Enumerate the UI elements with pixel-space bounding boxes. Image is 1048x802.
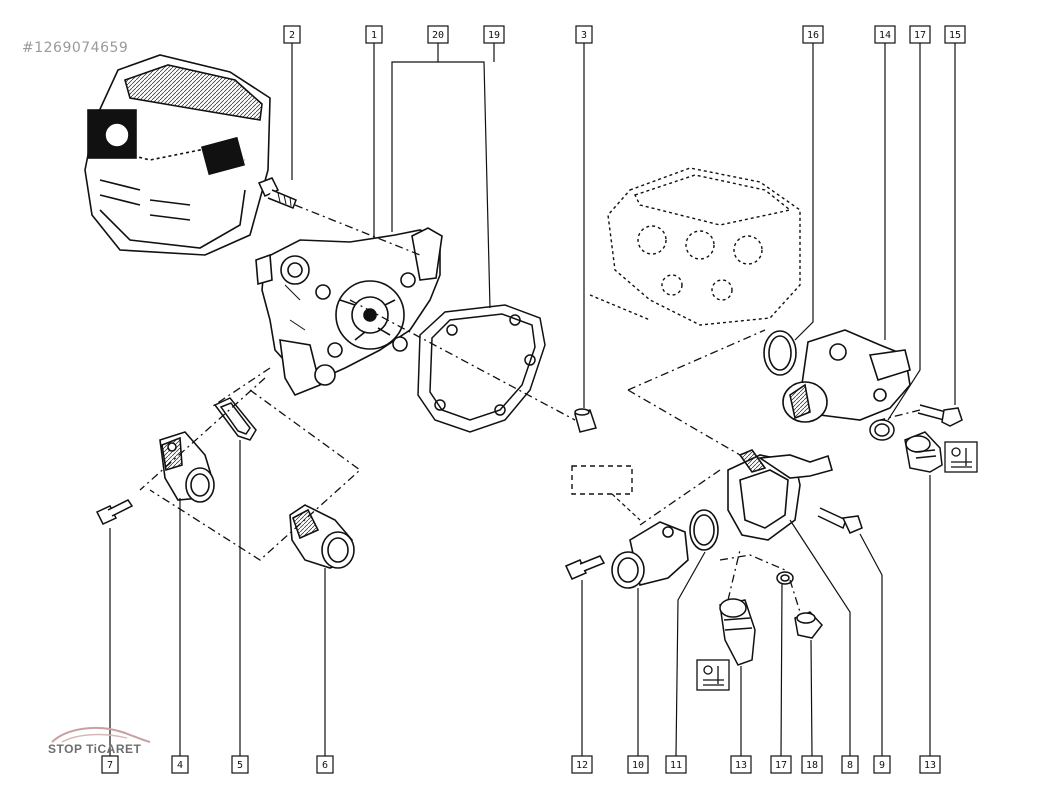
car-logo-icon <box>51 726 151 743</box>
callout-label: 19 <box>483 25 505 44</box>
svg-text:1: 1 <box>371 30 377 41</box>
svg-text:19: 19 <box>488 30 500 41</box>
part-6-outlet <box>289 504 355 569</box>
callout-label: 13 <box>919 755 941 774</box>
callout-label: 3 <box>575 25 593 44</box>
svg-text:20: 20 <box>432 30 444 41</box>
svg-text:12: 12 <box>576 760 588 771</box>
part-13-sensor-top <box>904 431 943 473</box>
svg-text:17: 17 <box>775 760 787 771</box>
callout-label: 18 <box>801 755 823 774</box>
part-12-bolt <box>564 555 606 580</box>
callouts-top: 2 1 20 19 3 16 14 17 15 <box>283 25 966 44</box>
part-19-gasket <box>417 304 546 433</box>
part-2-bolt <box>257 177 297 209</box>
svg-text:8: 8 <box>847 760 853 771</box>
part-10-inlet-elbow <box>611 521 689 589</box>
image-code: #1269074659 <box>22 40 129 56</box>
svg-text:6: 6 <box>322 760 328 771</box>
svg-text:13: 13 <box>924 760 936 771</box>
part-5-seal <box>213 397 257 441</box>
callout-label: 4 <box>171 755 189 774</box>
callout-label: 5 <box>231 755 249 774</box>
optional-part-box <box>571 465 633 495</box>
callouts-bottom: 7 4 5 6 12 10 11 13 17 18 8 9 13 <box>101 755 941 774</box>
svg-text:18: 18 <box>806 760 818 771</box>
part-11-o-ring <box>689 509 719 551</box>
callout-label: 9 <box>873 755 891 774</box>
svg-text:16: 16 <box>807 30 819 41</box>
callout-label: 7 <box>101 755 119 774</box>
callout-label: 1 <box>365 25 383 44</box>
callout-label: 20 <box>427 25 449 44</box>
watermark-text: STOP TiCARET <box>48 742 142 756</box>
svg-text:14: 14 <box>879 30 891 41</box>
svg-text:4: 4 <box>177 760 183 771</box>
callout-label: 2 <box>283 25 301 44</box>
svg-text:13: 13 <box>735 760 747 771</box>
callout-label: 10 <box>627 755 649 774</box>
callout-label: 11 <box>665 755 687 774</box>
svg-text:3: 3 <box>581 30 587 41</box>
part-4-outlet-housing <box>159 431 215 503</box>
svg-text:5: 5 <box>237 760 243 771</box>
part-13-sensor-bottom <box>719 598 756 666</box>
callout-label: 14 <box>874 25 896 44</box>
part-14-thermostat-housing <box>782 329 911 423</box>
part-9-bolt <box>817 507 863 534</box>
callout-label: 13 <box>730 755 752 774</box>
svg-text:15: 15 <box>949 30 961 41</box>
callout-label: 12 <box>571 755 593 774</box>
svg-text:17: 17 <box>914 30 926 41</box>
part-15-bolt <box>917 404 963 427</box>
part-18-plug <box>794 611 823 639</box>
callout-label: 16 <box>802 25 824 44</box>
svg-text:11: 11 <box>670 760 682 771</box>
callout-label: 8 <box>841 755 859 774</box>
part-17-washer-bottom <box>776 571 794 585</box>
part-8-coolant-housing <box>727 449 833 541</box>
temperature-sensor-symbol-icon <box>696 659 730 691</box>
temperature-sensor-symbol-icon <box>944 441 978 473</box>
svg-text:2: 2 <box>289 30 295 41</box>
watermark-logo: STOP TiCARET <box>42 722 162 768</box>
callout-label: 17 <box>770 755 792 774</box>
leader-lines <box>109 43 956 757</box>
engine-overview-icon <box>84 54 271 256</box>
part-17-washer-top <box>869 419 895 441</box>
svg-text:7: 7 <box>107 760 113 771</box>
part-16-o-ring <box>763 330 797 376</box>
svg-text:9: 9 <box>879 760 885 771</box>
part-3-dowel <box>574 408 597 433</box>
engine-block-outline <box>589 167 801 326</box>
part-1-water-pump <box>255 227 443 396</box>
callout-label: 6 <box>316 755 334 774</box>
part-7-bolt <box>95 499 134 525</box>
assembly-axes <box>139 204 921 613</box>
svg-text:10: 10 <box>632 760 644 771</box>
callout-label: 17 <box>909 25 931 44</box>
callout-label: 15 <box>944 25 966 44</box>
